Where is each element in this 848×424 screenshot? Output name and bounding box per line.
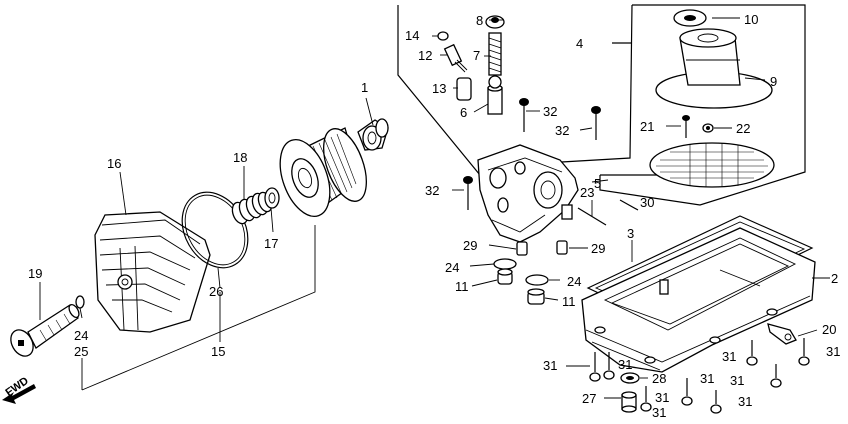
spring-7 [488, 32, 502, 89]
label-19: 19 [28, 266, 42, 281]
filter-cover-16 [94, 211, 211, 333]
label-24-b: 24 [567, 274, 581, 289]
washer-28 [620, 372, 640, 384]
label-2: 2 [831, 271, 838, 286]
bolt-31-a [589, 352, 601, 382]
label-31-a: 31 [543, 358, 557, 373]
label-22: 22 [736, 121, 750, 136]
oil-filter-element [279, 127, 367, 217]
bolt-31-h [640, 386, 652, 412]
label-13: 13 [432, 81, 446, 96]
label-24-a: 24 [445, 260, 459, 275]
label-5: 5 [594, 176, 601, 191]
strainer-group-box [599, 4, 806, 206]
label-3: 3 [627, 226, 634, 241]
o-ring-24-b [493, 258, 517, 270]
bolt-31-b [603, 352, 615, 380]
label-25: 25 [74, 344, 88, 359]
gasket-10 [673, 9, 707, 27]
label-29-a: 29 [463, 238, 477, 253]
label-20: 20 [822, 322, 836, 337]
bolt-32-c [463, 176, 473, 210]
label-31-g: 31 [738, 394, 752, 409]
collar-11-a [497, 268, 513, 285]
label-21: 21 [640, 119, 654, 134]
label-32-a: 32 [543, 104, 557, 119]
collar-13 [456, 77, 472, 101]
bolt-31-f [770, 364, 782, 388]
label-32-b: 32 [555, 123, 569, 138]
label-32-c: 32 [425, 183, 439, 198]
label-10: 10 [744, 12, 758, 27]
o-ring-24 [75, 295, 85, 309]
label-18: 18 [233, 150, 247, 165]
label-6: 6 [460, 105, 467, 120]
o-ring-24-c [525, 274, 549, 286]
label-7: 7 [473, 48, 480, 63]
bolt-31-g [710, 390, 722, 414]
relief-valve-6 [487, 84, 503, 115]
strainer-pipe-9 [655, 28, 773, 109]
label-31-b: 31 [618, 357, 632, 372]
label-29-b: 29 [591, 241, 605, 256]
clamp-20 [767, 323, 797, 345]
bolt-32-b [591, 106, 601, 140]
dowel-29-a [516, 241, 528, 256]
label-11-b: 11 [562, 294, 576, 309]
pin-23 [577, 207, 607, 226]
label-14: 14 [405, 28, 419, 43]
label-31-i: 31 [652, 405, 666, 420]
label-17: 17 [264, 236, 278, 251]
label-24-c: 24 [74, 328, 88, 343]
collar-11-b [527, 288, 545, 305]
washer-22 [702, 123, 714, 133]
drain-bolt-19 [10, 303, 80, 357]
plug-8 [485, 15, 505, 29]
label-31-e: 31 [700, 371, 714, 386]
label-26: 26 [209, 284, 223, 299]
bolt-21 [682, 115, 690, 138]
label-1: 1 [361, 80, 368, 95]
filter-group-line [81, 225, 316, 391]
bolt-31-d [798, 338, 810, 366]
label-15: 15 [211, 344, 225, 359]
bolt-31-e [681, 378, 693, 406]
label-8: 8 [476, 13, 483, 28]
label-30: 30 [640, 195, 654, 210]
oil-pump-body [477, 144, 579, 243]
label-31-c: 31 [722, 349, 736, 364]
washer-17 [264, 187, 280, 209]
label-11-a: 11 [455, 279, 469, 294]
pin-30 [619, 199, 639, 211]
leader-lines [39, 17, 830, 399]
label-23: 23 [580, 185, 594, 200]
bolt-31-c [746, 340, 758, 366]
filter-bolt-1 [357, 118, 389, 151]
pin-12 [443, 43, 468, 73]
label-31-h: 31 [655, 390, 669, 405]
o-ring-14 [437, 31, 449, 41]
label-28: 28 [652, 371, 666, 386]
spring-18 [231, 191, 273, 225]
oil-pan-2 [581, 227, 816, 373]
label-31-f: 31 [730, 373, 744, 388]
label-9: 9 [770, 74, 777, 89]
label-27: 27 [582, 391, 596, 406]
label-4: 4 [576, 36, 583, 51]
label-31-d: 31 [826, 344, 840, 359]
drain-plug-27 [621, 391, 637, 413]
forward-direction-arrow [2, 384, 36, 404]
oil-strainer-screen [649, 142, 775, 188]
bolt-32-a [519, 98, 529, 132]
dowel-29-b [556, 240, 568, 255]
label-16: 16 [107, 156, 121, 171]
label-12: 12 [418, 48, 432, 63]
